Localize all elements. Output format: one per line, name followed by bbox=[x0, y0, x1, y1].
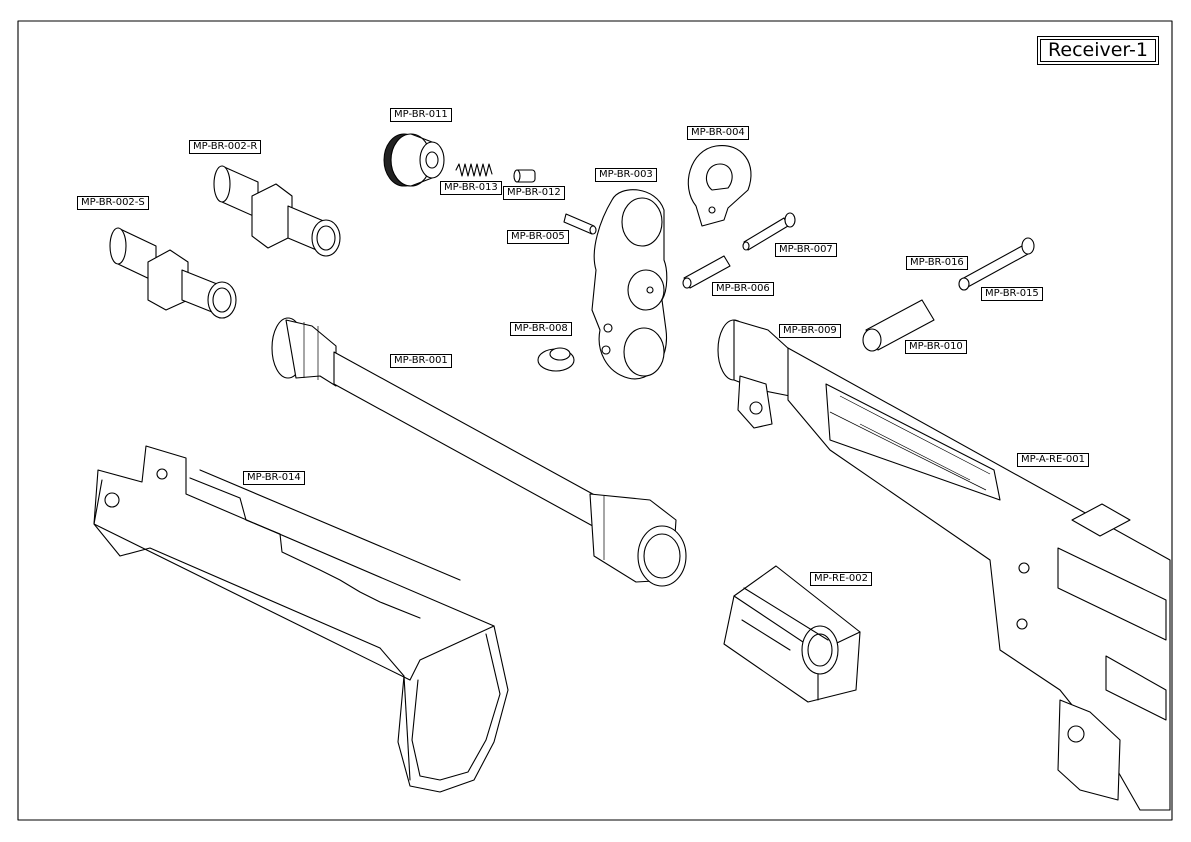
sheet-border bbox=[18, 21, 1172, 820]
part-mp-br-003-drawing bbox=[592, 190, 667, 379]
part-mp-br-013-drawing bbox=[456, 164, 492, 176]
label-mp-br-009: MP-BR-009 bbox=[779, 324, 841, 338]
label-mp-br-003: MP-BR-003 bbox=[595, 168, 657, 182]
part-mp-br-012-drawing bbox=[514, 170, 535, 182]
label-mp-br-006: MP-BR-006 bbox=[712, 282, 774, 296]
part-mp-br-002-r-drawing bbox=[214, 166, 340, 256]
part-mp-br-001-drawing bbox=[272, 318, 686, 586]
label-mp-br-010: MP-BR-010 bbox=[905, 340, 967, 354]
label-mp-br-015: MP-BR-015 bbox=[981, 287, 1043, 301]
part-mp-br-011-drawing bbox=[384, 134, 444, 186]
part-mp-br-004-drawing bbox=[688, 146, 751, 226]
label-mp-br-002-r: MP-BR-002-R bbox=[189, 140, 262, 154]
label-mp-br-014: MP-BR-014 bbox=[243, 471, 305, 485]
label-mp-br-004: MP-BR-004 bbox=[687, 126, 749, 140]
part-mp-br-010-drawing bbox=[863, 300, 934, 351]
part-mp-br-006-drawing bbox=[683, 256, 730, 288]
label-mp-br-005: MP-BR-005 bbox=[507, 230, 569, 244]
label-mp-br-011: MP-BR-011 bbox=[390, 108, 452, 122]
label-mp-br-001: MP-BR-001 bbox=[390, 354, 452, 368]
part-mp-a-re-001-drawing bbox=[718, 320, 1170, 810]
part-mp-br-015-drawing bbox=[959, 238, 1034, 290]
label-mp-br-007: MP-BR-007 bbox=[775, 243, 837, 257]
label-mp-a-re-001: MP-A-RE-001 bbox=[1017, 453, 1090, 467]
part-mp-re-002-drawing bbox=[724, 566, 860, 702]
part-mp-br-008-drawing bbox=[538, 348, 574, 371]
part-mp-br-007-drawing bbox=[743, 213, 795, 250]
label-mp-br-013: MP-BR-013 bbox=[440, 181, 502, 195]
label-mp-br-012: MP-BR-012 bbox=[503, 186, 565, 200]
label-mp-br-008: MP-BR-008 bbox=[510, 322, 572, 336]
label-mp-re-002: MP-RE-002 bbox=[810, 572, 873, 586]
part-mp-br-002-s-drawing bbox=[110, 228, 236, 318]
sheet-title: Receiver-1 bbox=[1037, 36, 1159, 65]
label-mp-br-002-s: MP-BR-002-S bbox=[77, 196, 149, 210]
label-mp-br-016: MP-BR-016 bbox=[906, 256, 968, 270]
part-mp-br-014-drawing bbox=[94, 446, 508, 792]
part-mp-br-005-drawing bbox=[564, 214, 596, 234]
